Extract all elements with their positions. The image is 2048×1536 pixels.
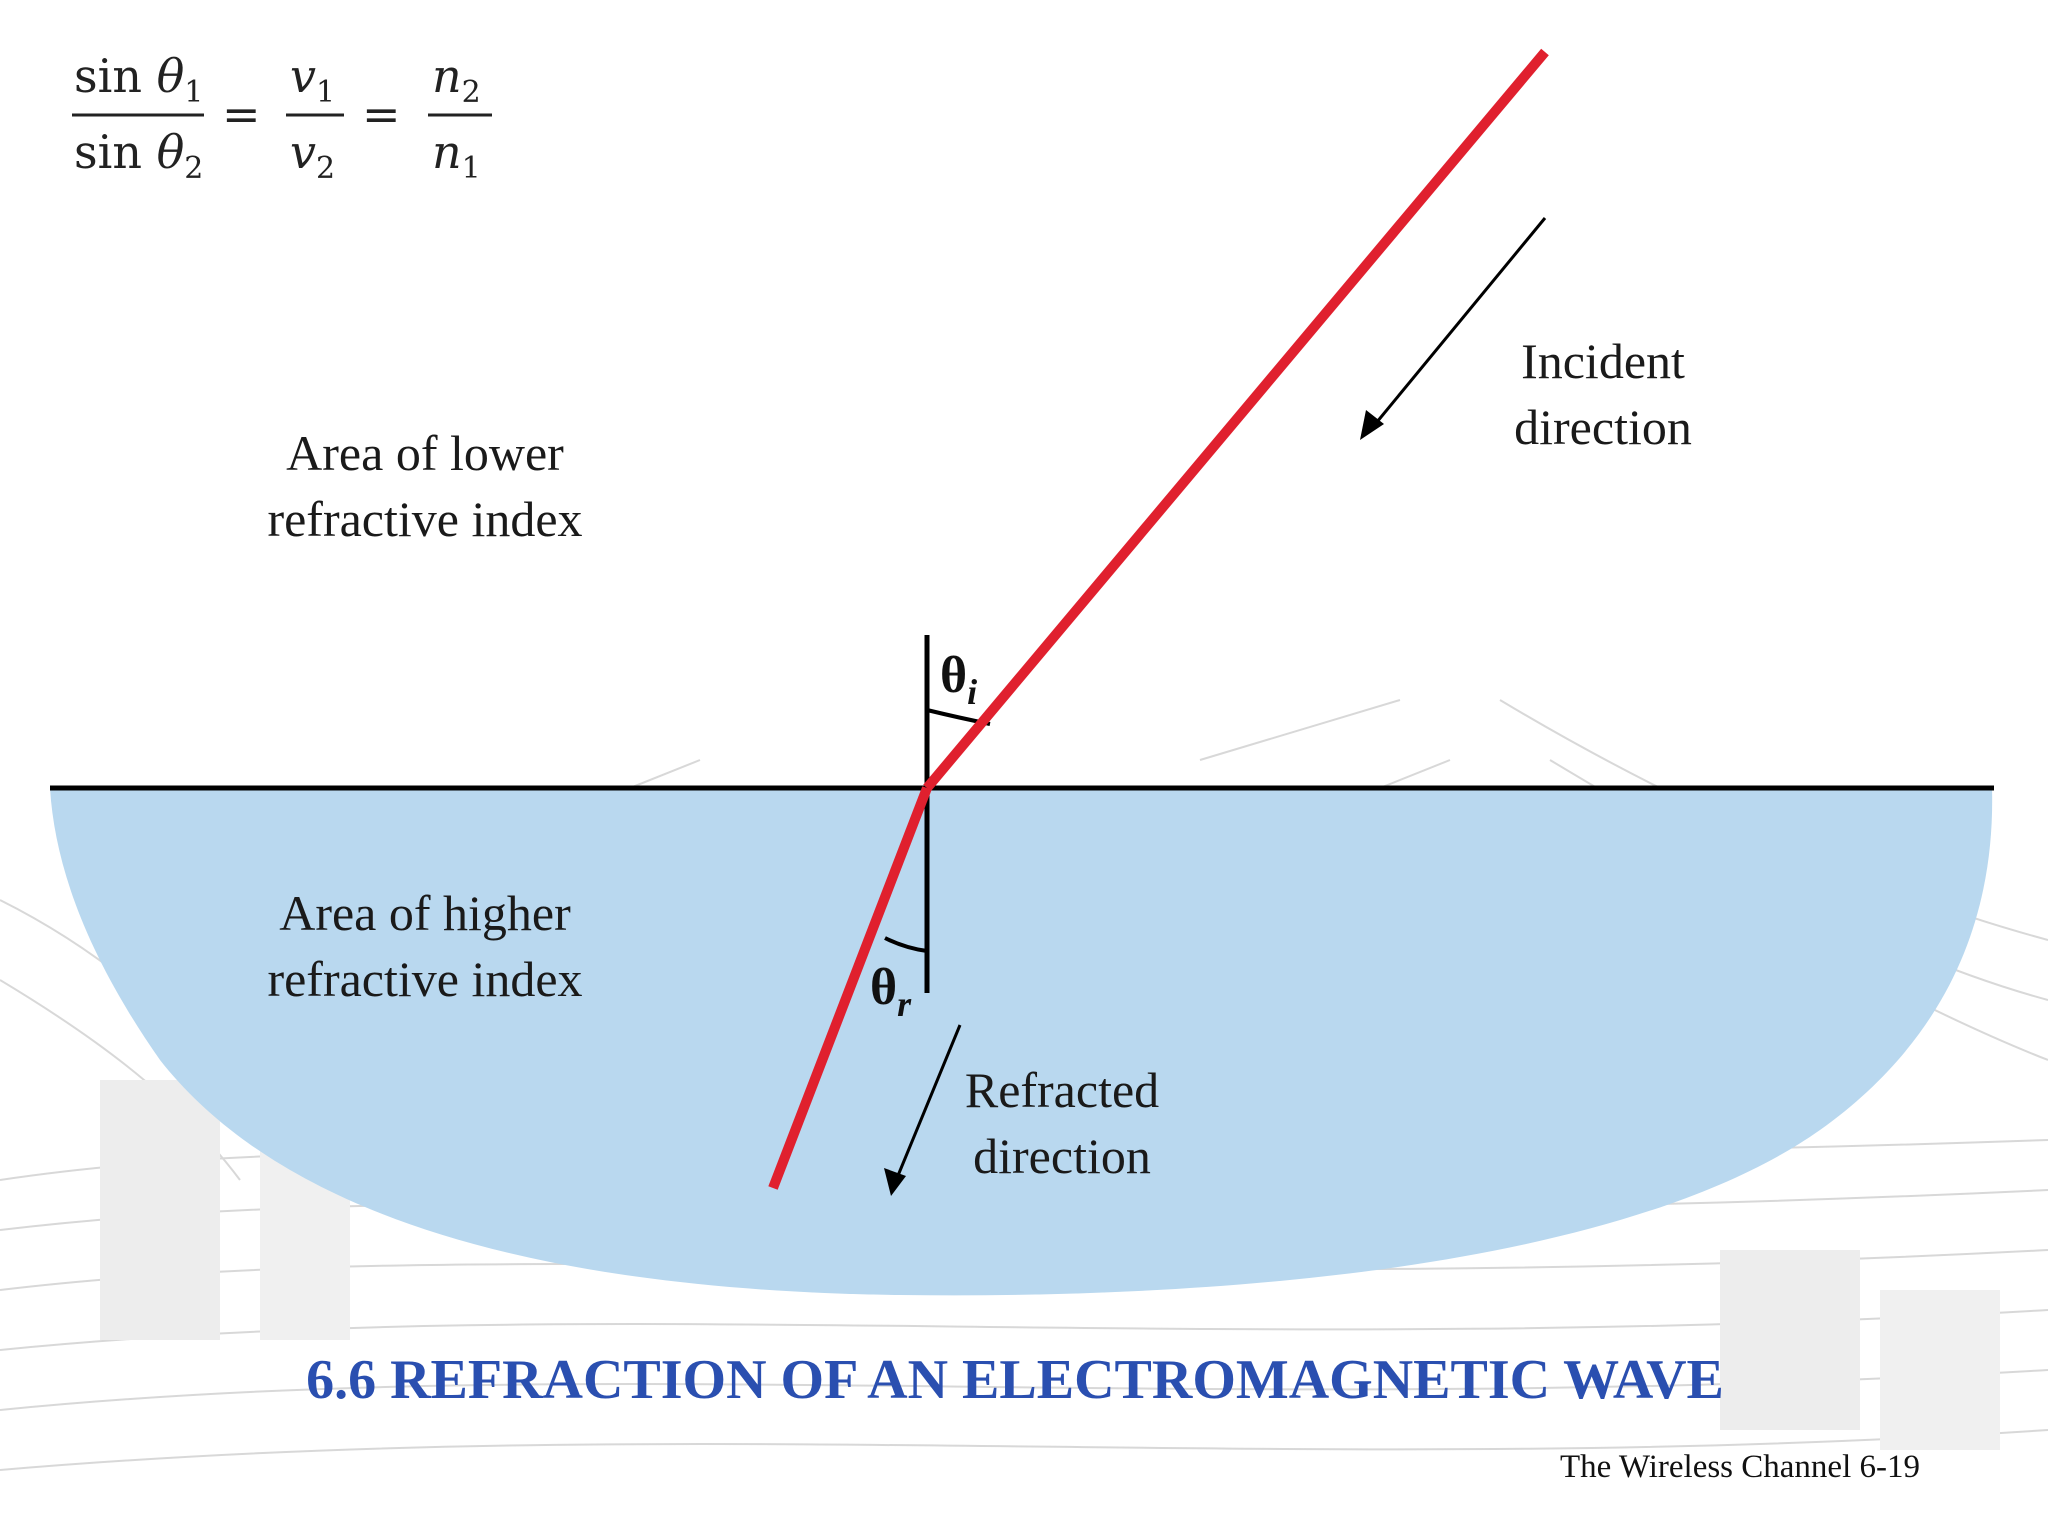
- formula-v-top: v: [290, 49, 316, 103]
- formula-den-sin: sin: [74, 125, 142, 179]
- svg-text:v2: v2: [290, 125, 335, 186]
- background-sketch: [0, 699, 2048, 1471]
- formula-num-theta: θ: [157, 49, 185, 103]
- formula-v-top-sub: 1: [316, 75, 335, 110]
- svg-text:v1: v1: [290, 49, 335, 110]
- incident-direction-arrow: [1360, 217, 1547, 440]
- slide-title: 6.6 REFRACTION OF AN ELECTROMAGNETIC WAV…: [306, 1349, 1724, 1411]
- formula-n-bot: n: [432, 125, 462, 179]
- theta-i-label: θi: [940, 647, 977, 712]
- refracted-angle-arc: [884, 936, 928, 953]
- incident-label-line2: direction: [1514, 399, 1692, 455]
- incident-label-line1: Incident: [1521, 333, 1685, 389]
- svg-text:sin θ1: sin θ1: [74, 49, 203, 110]
- formula-equals-1: =: [222, 87, 261, 141]
- refracted-label-line2: direction: [973, 1128, 1151, 1184]
- formula-n-top-sub: 2: [462, 75, 481, 110]
- theta-r-label: θr: [870, 959, 912, 1024]
- incident-ray: [923, 48, 1549, 792]
- lower-index-label-line1: Area of lower: [286, 425, 564, 481]
- snell-law-formula: sin θ1 sin θ2 = v1 v2 = n2 n1: [72, 49, 492, 186]
- svg-text:n1: n1: [432, 125, 481, 186]
- formula-den-sub: 2: [184, 151, 203, 186]
- formula-equals-2: =: [362, 87, 401, 141]
- slide-footer: The Wireless Channel 6-19: [1560, 1449, 1920, 1485]
- formula-den-theta: θ: [157, 125, 185, 179]
- formula-num-sin: sin: [74, 49, 142, 103]
- refracted-direction-arrow: [884, 1024, 962, 1196]
- higher-index-region: [50, 788, 1993, 1296]
- refracted-ray: [768, 786, 932, 1190]
- higher-index-label-line2: refractive index: [267, 951, 582, 1007]
- svg-text:sin θ2: sin θ2: [74, 125, 203, 186]
- refracted-label-line1: Refracted: [965, 1062, 1159, 1118]
- formula-n-bot-sub: 1: [462, 151, 481, 186]
- formula-v-bot-sub: 2: [316, 151, 335, 186]
- formula-num-sub: 1: [184, 75, 203, 110]
- lower-index-label-line2: refractive index: [267, 491, 582, 547]
- higher-index-label-line1: Area of higher: [279, 885, 571, 941]
- formula-v-bot: v: [290, 125, 316, 179]
- svg-text:n2: n2: [432, 49, 481, 110]
- formula-n-top: n: [432, 49, 462, 103]
